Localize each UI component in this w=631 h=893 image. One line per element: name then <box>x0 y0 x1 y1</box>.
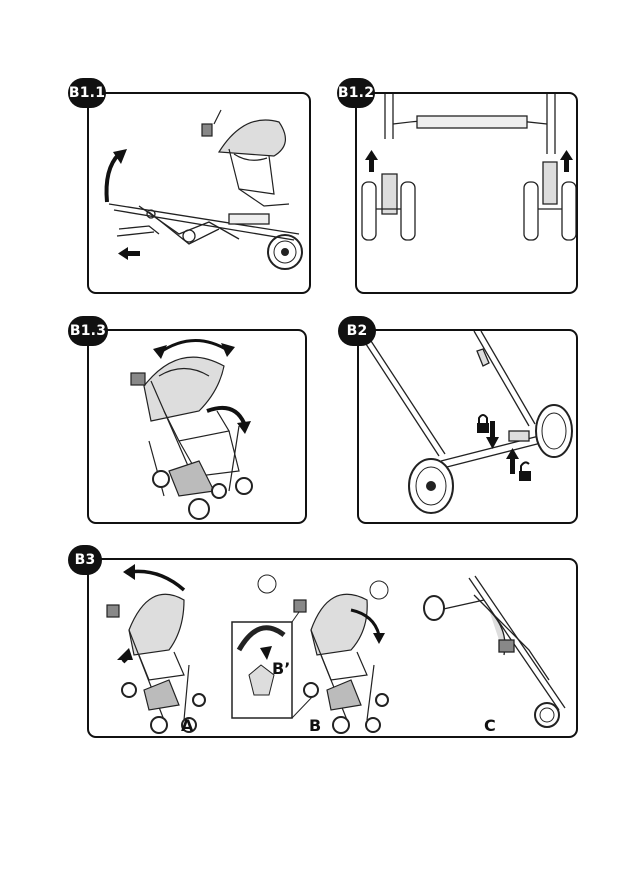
step-label-c: C <box>484 716 496 735</box>
wheel-removal-illustration <box>357 94 578 294</box>
badge-b1-2: B1.2 <box>337 78 375 108</box>
curved-arrow-icon <box>107 154 120 202</box>
step-label-a: A <box>181 716 193 735</box>
step-label-b: B <box>309 716 321 735</box>
stroller-icon <box>202 110 289 206</box>
arrow-up-icon <box>560 150 573 172</box>
arrow-left-icon <box>118 247 140 260</box>
curved-arrow-icon <box>159 340 229 353</box>
badge-b1-3: B1.3 <box>68 316 108 346</box>
badge-b3: B3 <box>68 545 102 575</box>
panel-b1-1 <box>87 92 311 294</box>
panel-b3 <box>87 558 578 738</box>
arrow-up-icon <box>365 150 378 172</box>
badge-b2: B2 <box>338 316 376 346</box>
unlock-icon <box>519 462 531 481</box>
rear-brake-illustration <box>359 331 578 524</box>
detail-circle <box>370 581 388 599</box>
arrow-up-icon <box>117 648 133 662</box>
panel-b1-2 <box>355 92 578 294</box>
stroller-icon <box>131 357 239 496</box>
detail-circle <box>258 575 276 593</box>
lock-icon <box>477 415 489 433</box>
panel-b1-3 <box>87 329 307 524</box>
stroller-icon <box>107 594 189 720</box>
stroller-icon <box>439 576 565 710</box>
curved-arrow-icon <box>129 571 184 590</box>
canopy-illustration <box>89 331 307 524</box>
panel-b2 <box>357 329 578 524</box>
curved-arrow-icon <box>207 408 244 423</box>
badge-b1-1: B1.1 <box>68 78 106 108</box>
fold-steps-illustration <box>89 560 578 738</box>
inset-label-b-prime: B’ <box>272 659 290 678</box>
stroller-fold-illustration <box>89 94 311 294</box>
wheel-icon <box>268 235 302 269</box>
